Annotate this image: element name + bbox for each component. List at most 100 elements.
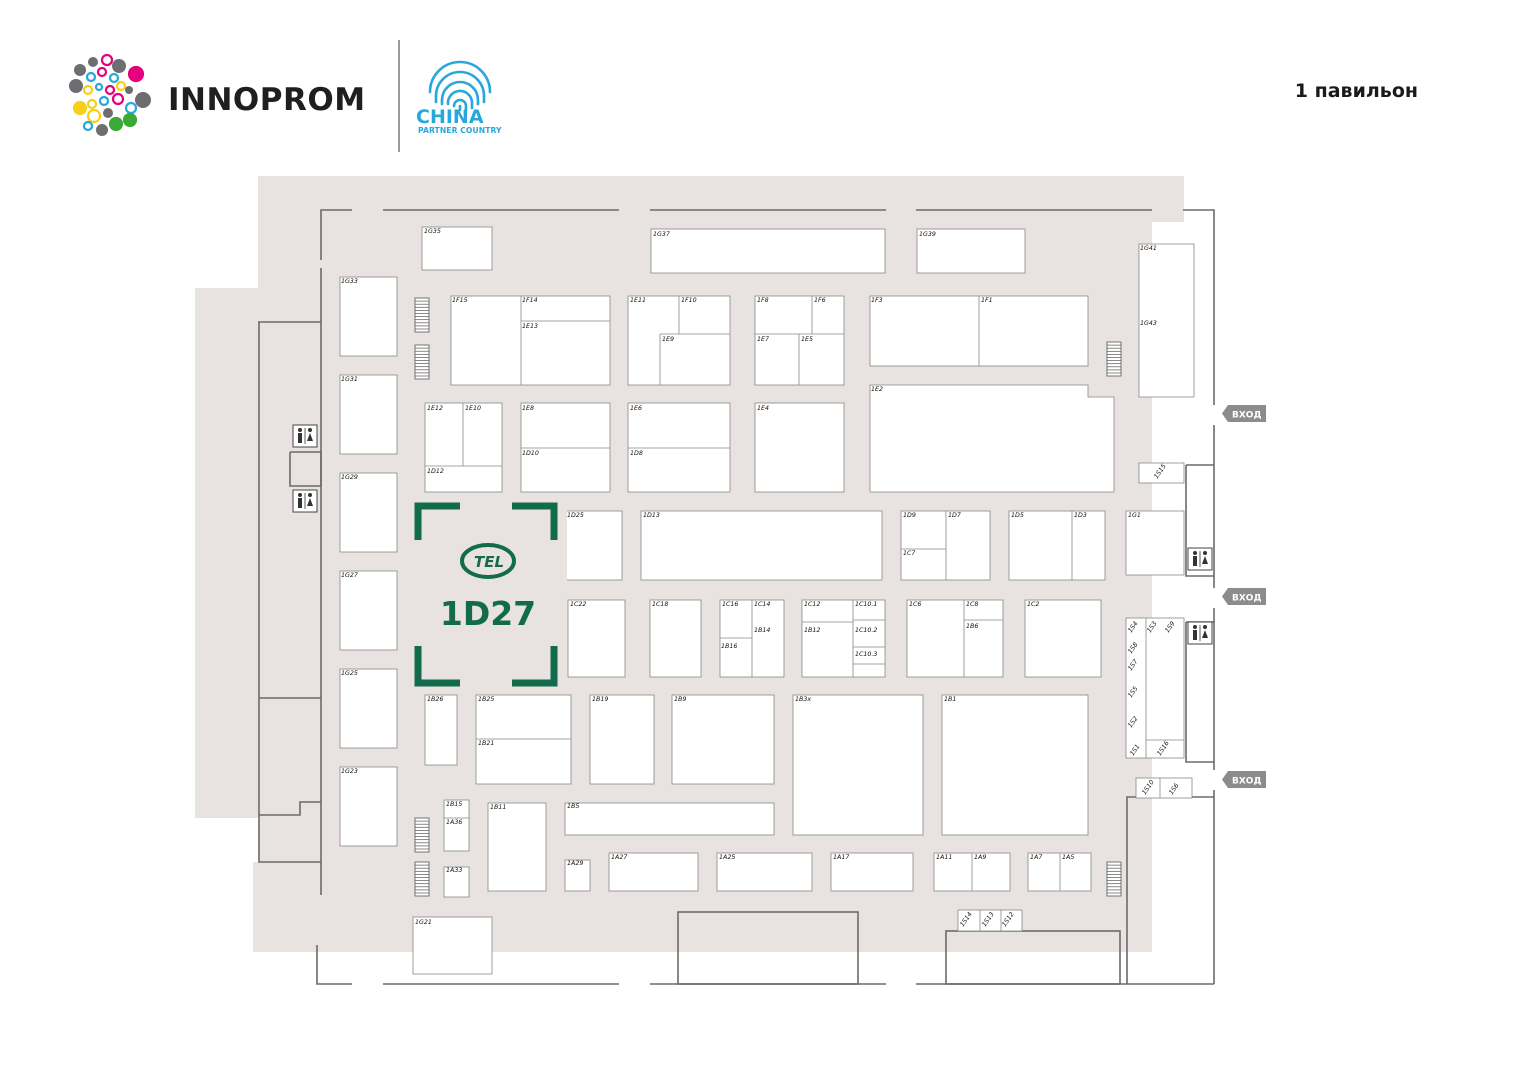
stand-label: 1F6	[814, 297, 826, 304]
tel-logo-icon: TEL	[460, 543, 516, 579]
stand-box	[424, 402, 503, 493]
brand-name: INNOPROM	[168, 82, 366, 118]
logo-dot	[85, 71, 97, 83]
stand-label: 1F8	[757, 297, 769, 304]
stairs-icon	[414, 344, 430, 380]
stand-box	[339, 276, 398, 357]
stand-label: 1A27	[611, 854, 627, 861]
stand-label: 1D10	[522, 450, 539, 457]
highlighted-stand-number: 1D27	[439, 594, 537, 633]
stand-label: 1C7	[903, 550, 915, 557]
hall-walls	[258, 209, 1215, 985]
stand-box	[1135, 777, 1193, 799]
logo-dot	[108, 72, 120, 84]
stand-label: 1B16	[721, 643, 737, 650]
stand-label: 1F1	[981, 297, 993, 304]
stand-box	[941, 694, 1089, 836]
stand-label: 1D8	[630, 450, 643, 457]
partner-country-name: CHINA	[416, 106, 484, 128]
logo-dot	[86, 108, 102, 124]
logo-dot	[124, 101, 138, 115]
stand-box	[869, 384, 1115, 493]
stand-label: 1B3x	[795, 696, 811, 703]
stairs-icon	[1106, 341, 1122, 377]
stand-box	[564, 859, 591, 892]
stand-label: 1A5	[1062, 854, 1074, 861]
stand-label: 1C2	[1027, 601, 1039, 608]
entrance-label: ВХОД	[1232, 411, 1261, 421]
stand-label: 1E10	[465, 405, 481, 412]
stand-label: 1G31	[341, 376, 358, 383]
entrance-label: ВХОД	[1232, 594, 1261, 604]
stand-label: 1G27	[341, 572, 358, 579]
highlighted-stand-area	[425, 510, 567, 676]
stairs-icon	[414, 861, 430, 897]
stand-label: 1G29	[341, 474, 358, 481]
innoprom-logo-icon	[69, 53, 151, 136]
stairs-icon	[414, 297, 430, 333]
stand-label: 1E11	[630, 297, 646, 304]
stand-box	[801, 599, 886, 678]
stand-label: 1G25	[341, 670, 358, 677]
stand-label: 1C10.3	[855, 651, 877, 658]
stand-box	[443, 866, 470, 898]
stand-box	[1138, 462, 1185, 484]
entrance-tag: ВХОД	[1222, 771, 1266, 788]
highlighted-stand[interactable]	[414, 502, 567, 687]
stand-label: 1D5	[1011, 512, 1024, 519]
stand-box	[487, 802, 547, 892]
stand-label: 1C16	[722, 601, 738, 608]
stand-label: 1D12	[427, 468, 444, 475]
logo-dot	[86, 98, 98, 110]
header-divider	[398, 40, 400, 152]
stand-label: 1B19	[592, 696, 608, 703]
logo-dot	[88, 57, 98, 67]
entrance-tag: ВХОД	[1222, 588, 1266, 605]
stand-label: 1B26	[427, 696, 443, 703]
stand-box	[339, 472, 398, 553]
fingerprint-icon	[428, 60, 492, 112]
stand-label: 1A36	[446, 819, 462, 826]
stand-label: 1B25	[478, 696, 494, 703]
stand-label: 1B1	[944, 696, 956, 703]
stand-box	[520, 402, 611, 493]
stand-label: 1B15	[446, 801, 462, 808]
stand-box	[1125, 510, 1185, 576]
logo-dot	[82, 84, 94, 96]
stand-box	[1125, 617, 1185, 759]
logo-dot	[98, 95, 110, 107]
stand-label: 1C22	[570, 601, 586, 608]
stand-label: 1B9	[674, 696, 686, 703]
stand-box	[339, 766, 398, 847]
logo-dot	[129, 67, 143, 81]
stand-label: 1G23	[341, 768, 358, 775]
stand-box	[916, 228, 1026, 274]
stand-box	[957, 909, 1023, 932]
stand-label: 1D7	[948, 512, 961, 519]
logo-dot	[112, 59, 126, 73]
highlight-corner	[512, 502, 558, 540]
restrooms	[292, 424, 1213, 645]
highlight-corner	[414, 502, 460, 540]
stand-label: 1E5	[801, 336, 813, 343]
stand-label: 1A9	[974, 854, 986, 861]
entrance-label: ВХОД	[1232, 777, 1261, 787]
stand-label: 1F14	[522, 297, 538, 304]
stand-label: 1B5	[567, 803, 579, 810]
stand-box	[649, 599, 702, 678]
stand-label: 1G43	[1140, 320, 1157, 327]
stand-label: 1G37	[653, 231, 670, 238]
stand-label: 1E2	[871, 386, 883, 393]
stand-box	[754, 402, 845, 493]
stand-box	[627, 402, 731, 493]
stand-box	[906, 599, 1004, 678]
stand-label: 1B11	[490, 804, 506, 811]
stand-label: 1B21	[478, 740, 494, 747]
logo-dot	[135, 92, 151, 108]
stand-label: 1D3	[1074, 512, 1087, 519]
stand-label: 1B14	[754, 627, 770, 634]
stand-label: 1E9	[662, 336, 674, 343]
stand-box	[589, 694, 655, 785]
stand-label: 1C10.2	[855, 627, 877, 634]
stand-box	[339, 668, 398, 749]
